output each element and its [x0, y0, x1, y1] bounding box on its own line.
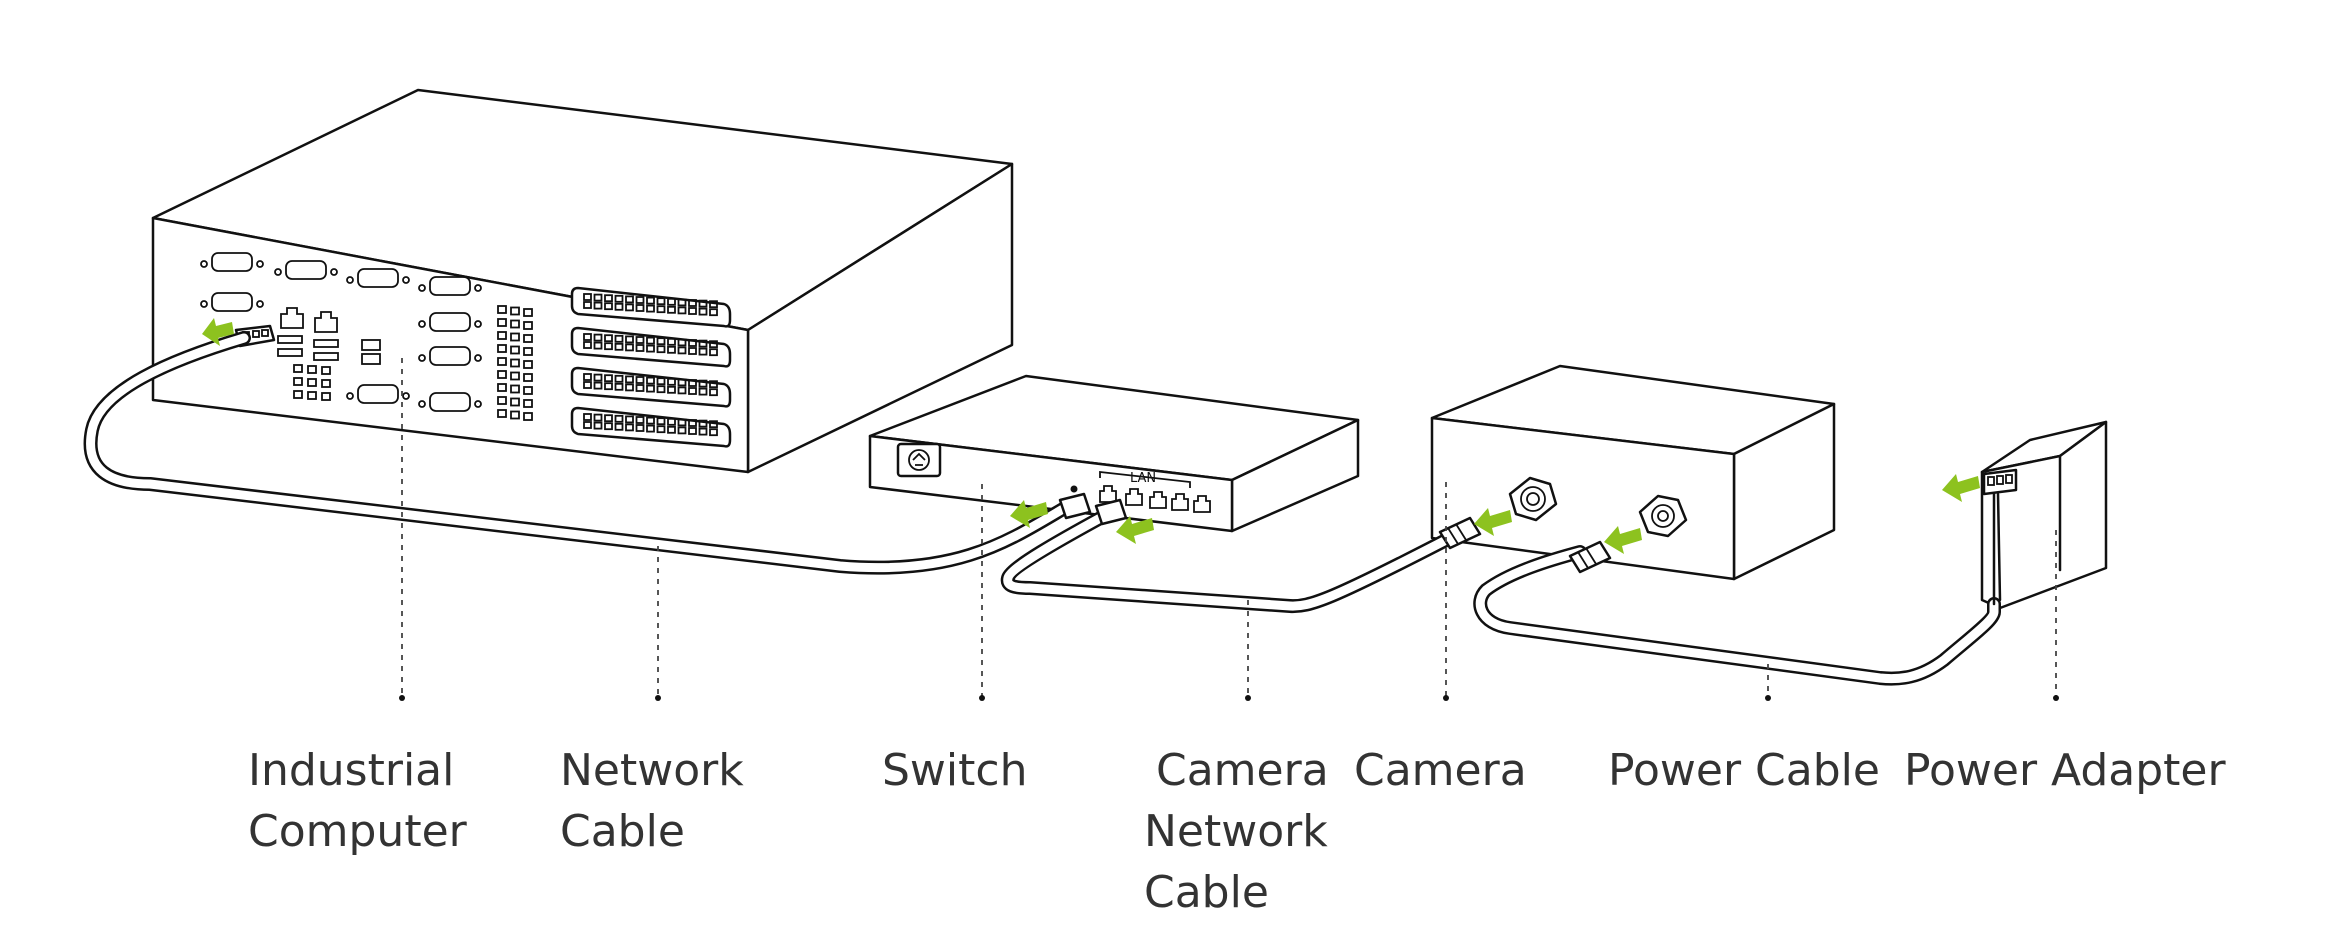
power-cable — [1473, 492, 2002, 686]
expansion-slot — [570, 286, 732, 328]
connection-arrow-icon — [202, 318, 234, 346]
rj45-port-icon — [1099, 485, 1117, 503]
label-line: Camera — [1354, 745, 1527, 796]
label-switch: Switch — [882, 740, 1027, 801]
camera-cable-plug — [1438, 516, 1482, 550]
power-cable-plug — [1568, 540, 1612, 574]
lan-label: LAN — [1130, 471, 1156, 486]
connection-arrow-icon — [1942, 474, 1980, 502]
camera-network-cable — [1000, 498, 1482, 614]
network-cable — [83, 331, 1092, 575]
switch-lan-ports — [1099, 485, 1211, 513]
label-line: Computer — [248, 806, 467, 857]
db9-port-icon — [418, 392, 482, 412]
label-line: Cable — [560, 806, 685, 857]
rj45-port-icon — [1125, 488, 1143, 506]
label-camera-network-cable: Camera Network Cable — [1144, 740, 1329, 923]
label-industrial-computer: Industrial Computer — [248, 740, 467, 862]
db9-port-icon — [346, 384, 410, 404]
label-power-cable: Power Cable — [1608, 740, 1880, 801]
rj45-port-icon — [1171, 493, 1189, 511]
expansion-slot — [570, 326, 732, 368]
power-socket-icon — [896, 442, 942, 478]
label-line: Power Cable — [1608, 745, 1880, 796]
camera — [1430, 364, 1836, 581]
connection-arrow-icon — [1116, 516, 1154, 544]
label-line: Switch — [882, 745, 1028, 796]
rj45-port-icon — [1149, 491, 1167, 509]
expansion-slot — [570, 406, 732, 448]
label-line: Cable — [1144, 867, 1269, 918]
camera-network-port — [1508, 476, 1558, 522]
rj45-port-icon — [1193, 495, 1211, 513]
db9-port-icon — [274, 260, 338, 280]
connection-arrow-icon — [1474, 508, 1512, 536]
db9-port-icon — [418, 346, 482, 366]
label-line: Network — [560, 745, 744, 796]
db9-port-icon — [200, 292, 264, 312]
label-line: Camera — [1156, 745, 1329, 796]
vent-grid — [497, 305, 533, 421]
db9-port-icon — [418, 276, 482, 296]
bnc-connector-icon — [1638, 494, 1688, 538]
network-switch: LAN — [868, 374, 1360, 533]
expansion-slot — [570, 366, 732, 408]
industrial-computer — [151, 88, 1014, 474]
serial-ports — [200, 252, 482, 412]
label-line: Power Adapter — [1904, 745, 2226, 796]
label-line: Industrial — [248, 745, 455, 796]
connection-arrow-icon — [1010, 500, 1048, 528]
db9-port-icon — [346, 268, 410, 288]
label-camera: Camera — [1354, 740, 1527, 801]
leader-lines — [399, 358, 2059, 701]
connection-arrows — [202, 318, 1980, 554]
db9-port-icon — [200, 252, 264, 272]
power-adapter — [1980, 420, 2108, 610]
label-power-adapter: Power Adapter — [1904, 740, 2226, 801]
computer-lan-ports — [280, 307, 338, 333]
rj45-port-icon — [314, 311, 338, 333]
usb-ports — [277, 335, 381, 365]
rj45-port-icon — [280, 307, 304, 329]
connection-arrow-icon — [1604, 526, 1642, 554]
label-line: Network — [1144, 806, 1328, 857]
db9-port-icon — [418, 312, 482, 332]
io-vent-grid — [293, 364, 331, 401]
label-network-cable: Network Cable — [560, 740, 744, 862]
expansion-slots — [570, 286, 732, 448]
